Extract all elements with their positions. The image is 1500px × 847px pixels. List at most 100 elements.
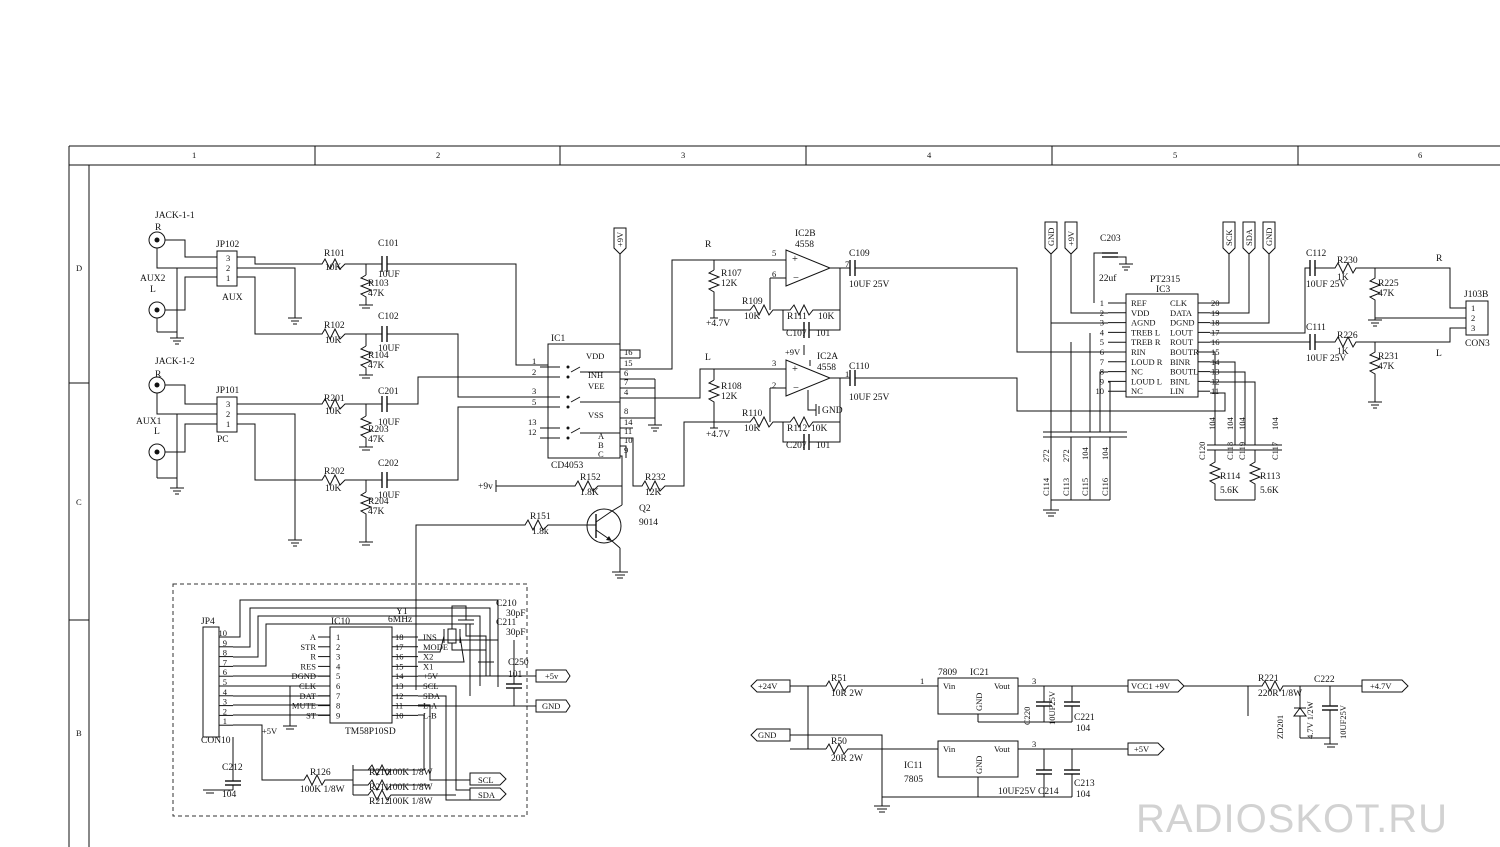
c212-label: C212 (222, 763, 243, 773)
ic1-cd4053: IC1 CD4053 VDD INH VEE VSS A B C 1 2 3 5… (528, 227, 714, 505)
ic10-left-pin-number: 1 (336, 632, 340, 642)
c111-label: C111 (1306, 323, 1326, 333)
psu-p5v-flag: +5V (1134, 744, 1150, 754)
j103b-con3: CON3 (1465, 339, 1490, 349)
c110-value: 10UF 25V (849, 393, 890, 403)
ic3-gnd-flag-2: GND (1264, 228, 1274, 246)
c222-label: C222 (1314, 675, 1335, 685)
ic3-left-pin-number: 6 (1100, 347, 1104, 357)
r104-value: 47K (368, 361, 385, 371)
ic3-sda-flag: SDA (1244, 228, 1254, 246)
jp4-pin-number: 9 (223, 638, 227, 648)
c116-label: C116 (1100, 478, 1110, 496)
r152-value: 1.8K (580, 488, 599, 498)
ic2b-part: 4558 (795, 240, 814, 250)
q2-transistor: Q2 9014 R151 1.8k +9v R152 1.8K R232 12K (415, 421, 714, 690)
ic3-right-pin-label: DGND (1170, 318, 1195, 328)
frame-col-6: 6 (1418, 150, 1422, 160)
c116-value: 104 (1100, 447, 1110, 461)
svg-text:+: + (792, 254, 798, 265)
net-sda-flag: SDA (478, 790, 496, 800)
c250-value: 101 (508, 670, 523, 680)
jp4-pin-number: 2 (223, 706, 227, 716)
ic11-pin3: 3 (1032, 739, 1036, 749)
c207-label: C207 (786, 441, 807, 451)
j103b-label: J103B (1464, 290, 1488, 300)
ic2b-pin7: 7 (845, 259, 849, 269)
ic3-left-pin-label: AGND (1131, 318, 1156, 328)
c115-value: 104 (1080, 447, 1090, 461)
c214-label: C214 (1038, 787, 1059, 797)
y1-label: Y1 (396, 607, 408, 617)
jp101-pin2: 2 (226, 409, 230, 419)
ic10-left-pin-label: STR (300, 642, 316, 652)
ic2a-part: 4558 (817, 363, 836, 373)
ic2a-pin2: 2 (772, 380, 776, 390)
jp101-connector: JP101 3 2 1 PC (216, 386, 239, 445)
ic1-pin6: 6 (624, 368, 628, 378)
c201-value: 10UF (378, 418, 400, 428)
ic3-right-pin-label: CLK (1170, 298, 1188, 308)
ic10-right-pin-number: 11 (395, 701, 403, 711)
ic3-right-pin-label: DATA (1170, 308, 1193, 318)
ic1-vss: VSS (588, 410, 604, 420)
ic3-left-pin-label: TREB R (1131, 337, 1161, 347)
r231-value: 47K (1378, 362, 1395, 372)
drawing-frame: 1 2 3 4 5 6 D C B (68, 145, 1500, 847)
r-channel-label: R (705, 240, 712, 250)
ic2b-opamp: R IC2B 4558 + − 5 6 7 R107 12K +4.7V R10… (705, 229, 1108, 353)
r107-label: R107 (721, 269, 742, 279)
c115-label: C115 (1080, 478, 1090, 496)
c102-value: 10UF (378, 344, 400, 354)
ic3-left-pin-label: VDD (1131, 308, 1149, 318)
ic21-label: IC21 (970, 668, 989, 678)
r108-p47v: +4.7V (706, 430, 730, 440)
jp102-label: JP102 (216, 240, 239, 250)
input-wiring (237, 256, 317, 547)
r232-value: 12K (645, 488, 662, 498)
c118-label: C118 (1225, 442, 1235, 460)
r202-value: 10K (325, 484, 342, 494)
psu-p24v-flag: +24V (758, 681, 778, 691)
frame-row-c: C (76, 497, 82, 507)
jp101-pin1: 1 (226, 419, 230, 429)
ic1-pin7: 7 (624, 377, 628, 387)
ic1-pin10: 10 (624, 435, 633, 445)
jp4-pin-number: 3 (223, 697, 227, 707)
j103b-pin1: 1 (1471, 303, 1475, 313)
r113-label: R113 (1260, 472, 1280, 482)
r51-label: R51 (831, 674, 847, 684)
ic10-left-pin-label: MUTE (292, 701, 316, 711)
ic10-right-pin-number: 10 (395, 710, 404, 720)
jack-r-label-2: R (155, 370, 162, 380)
ic2a-label: IC2A (817, 352, 838, 362)
ic10-label: IC10 (331, 617, 350, 627)
jp4-pin-number: 1 (223, 716, 227, 726)
ic3-label: IC3 (1156, 285, 1171, 295)
ic3-left-pin-label: NC (1131, 367, 1143, 377)
ic10-left-pin-number: 2 (336, 642, 340, 652)
r225-value: 47K (1378, 289, 1395, 299)
ic10-left-pin-number: 8 (336, 701, 340, 711)
c203-label: C203 (1100, 234, 1121, 244)
ic10-right-pin-label: X1 (423, 661, 433, 671)
c221-value: 104 (1076, 724, 1091, 734)
ic3-left-pin-number: 9 (1100, 376, 1104, 386)
c109-value: 10UF 25V (849, 280, 890, 290)
jp4-con10: CON10 (201, 736, 231, 746)
r126-value: 100K 1/8W (300, 785, 345, 795)
ic3-left-pin-label: LOUD L (1131, 376, 1162, 386)
c221-label: C221 (1074, 713, 1095, 723)
c214-value: 10UF25V (998, 787, 1036, 797)
r126-label: R126 (310, 768, 331, 778)
jp102-aux-label: AUX (222, 293, 243, 303)
ic1-pin1: 1 (532, 356, 536, 366)
r232-label: R232 (645, 473, 666, 483)
ic11-label: IC11 (904, 761, 923, 771)
ic21-gnd: GND (974, 693, 984, 711)
ic3-right-pin-label: LIN (1170, 386, 1184, 396)
ic2a-opamp: L +9V IC2A 4558 + − 3 2 1 GND R108 12K +… (705, 345, 1226, 451)
c211-value: 30pF (506, 628, 526, 638)
ic3-right-pin-label: BINR (1170, 357, 1191, 367)
c220-label: C220 (1022, 707, 1032, 725)
